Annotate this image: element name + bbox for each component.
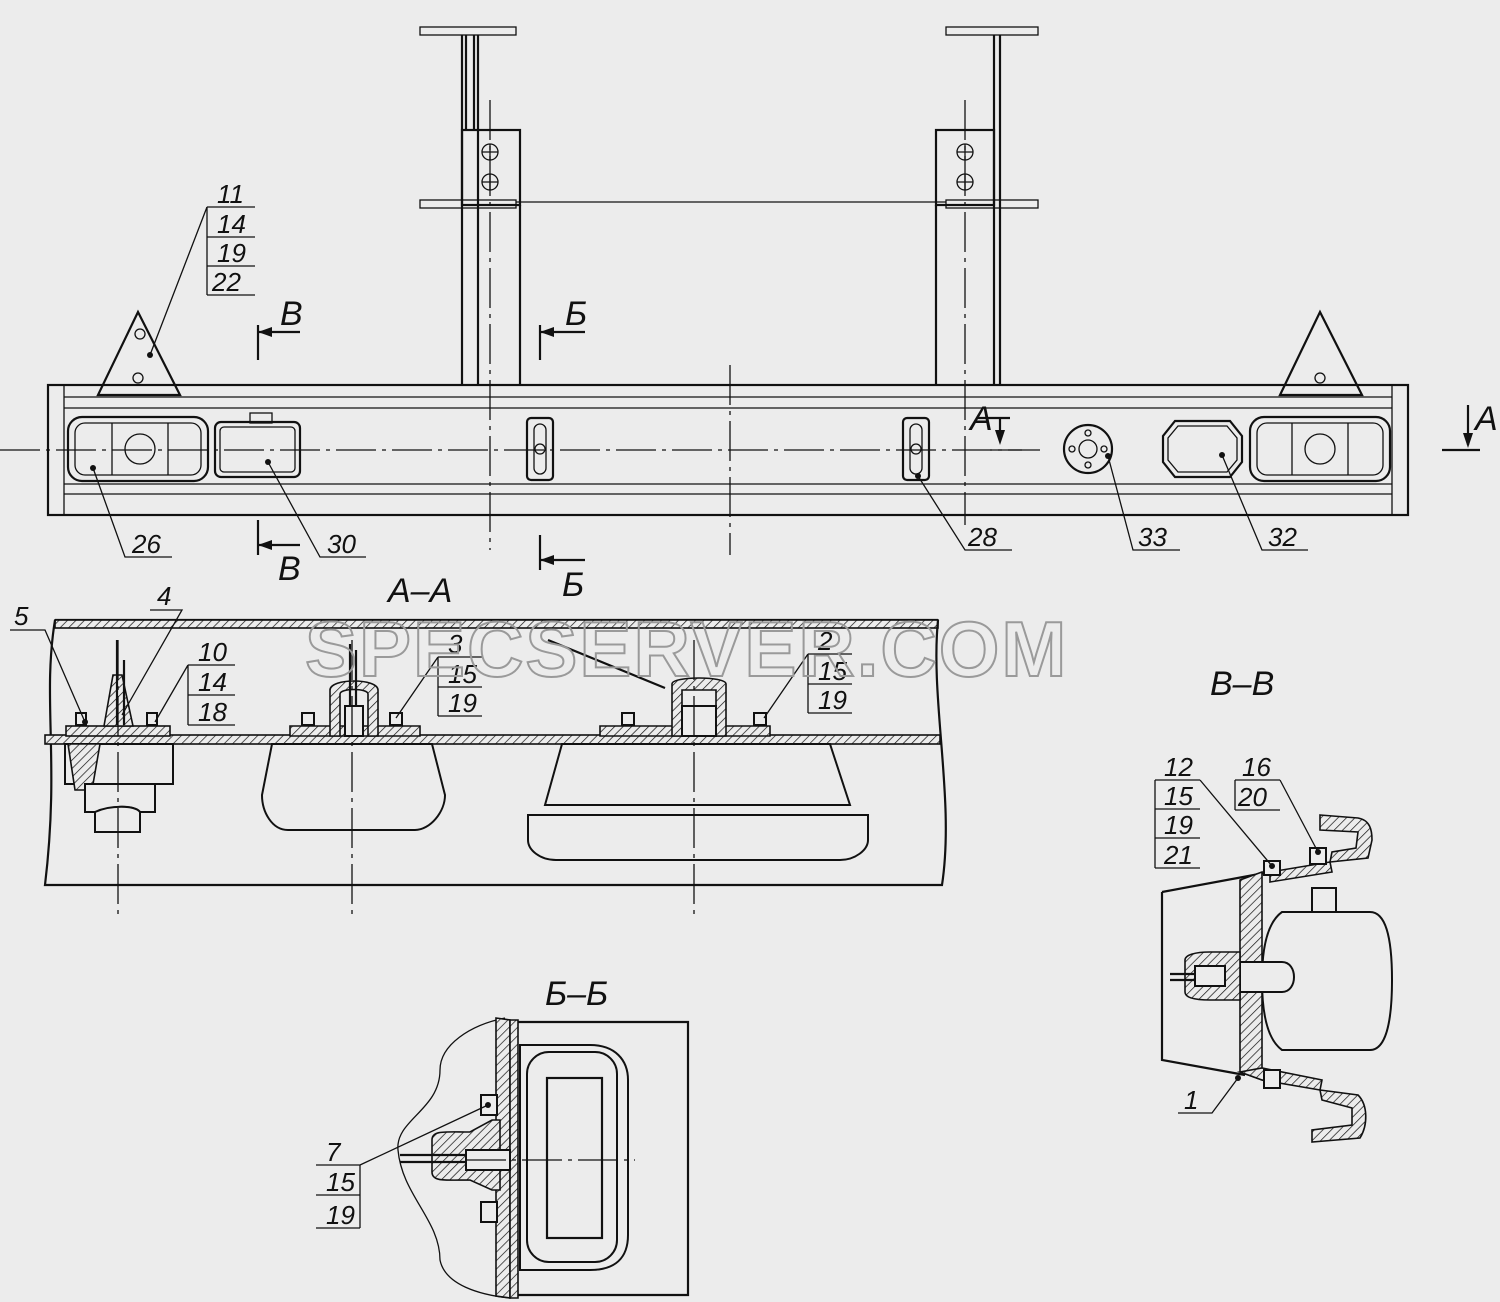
- svg-text:32: 32: [1268, 522, 1297, 552]
- aa-lamp-3: [260, 644, 447, 831]
- cut-mark-a: А А: [968, 400, 1498, 452]
- svg-text:В: В: [280, 295, 303, 333]
- rear-lamp-left: [66, 415, 210, 483]
- svg-text:30: 30: [327, 529, 356, 559]
- socket-33: [1062, 423, 1114, 475]
- callout-aa-5: 5: [10, 601, 88, 725]
- callout-28: 28: [915, 473, 1012, 552]
- left-bracket: [419, 26, 522, 385]
- callout-aa-4: 4: [121, 581, 184, 716]
- svg-text:19: 19: [217, 238, 246, 268]
- svg-text:26: 26: [131, 529, 161, 559]
- side-marker-28: [901, 416, 931, 482]
- rear-lamp-right: [1248, 415, 1392, 483]
- svg-text:В–В: В–В: [1210, 665, 1274, 703]
- svg-text:16: 16: [1242, 752, 1271, 782]
- svg-text:14: 14: [217, 209, 246, 239]
- svg-text:В: В: [278, 550, 301, 588]
- watermark: SPECSERVER.COM: [305, 605, 1068, 693]
- svg-text:19: 19: [326, 1200, 355, 1230]
- callout-vv-16: 16 20: [1234, 752, 1321, 855]
- plate-lamp-30: [213, 412, 302, 479]
- svg-text:А: А: [1473, 400, 1498, 438]
- triangle-reflector-right: [1278, 309, 1364, 397]
- callout-33: 33: [1105, 453, 1180, 552]
- svg-text:18: 18: [198, 697, 227, 727]
- svg-text:28: 28: [967, 522, 997, 552]
- section-b-b: Б–Б 7 15 19: [316, 975, 690, 1299]
- svg-text:А–А: А–А: [386, 572, 452, 610]
- svg-text:Б: Б: [562, 566, 584, 604]
- svg-text:15: 15: [1164, 781, 1193, 811]
- svg-text:10: 10: [198, 637, 227, 667]
- callout-aa-3: 3 15 19: [395, 629, 482, 719]
- svg-text:14: 14: [198, 667, 227, 697]
- svg-text:21: 21: [1163, 840, 1193, 870]
- triangle-reflector-left: [96, 309, 182, 397]
- side-marker-left: [525, 416, 555, 482]
- svg-text:Б–Б: Б–Б: [545, 975, 608, 1013]
- callout-bb-7: 7 15 19: [316, 1102, 491, 1230]
- svg-text:1: 1: [1184, 1085, 1198, 1115]
- svg-text:4: 4: [157, 581, 171, 611]
- callout-aa-10: 10 14 18: [154, 637, 235, 727]
- callout-aa-2: 2 15 19: [763, 626, 852, 719]
- svg-text:12: 12: [1164, 752, 1193, 782]
- svg-text:20: 20: [1237, 782, 1267, 812]
- aa-socket: [64, 640, 174, 833]
- fog-lamp-32: [1161, 419, 1244, 479]
- section-v-v: В–В 12 15 19 21 16 20: [1154, 665, 1394, 1143]
- svg-text:5: 5: [14, 601, 29, 631]
- cut-mark-v: В В: [256, 295, 303, 588]
- callout-vv-12: 12 15 19 21: [1154, 752, 1275, 870]
- svg-text:7: 7: [326, 1137, 342, 1167]
- svg-text:3: 3: [448, 629, 463, 659]
- svg-text:33: 33: [1138, 522, 1167, 552]
- svg-text:Б: Б: [565, 295, 587, 333]
- callout-triangle: 11 14 19 22: [147, 179, 255, 358]
- svg-text:22: 22: [211, 267, 241, 297]
- callout-vv-1: 1: [1178, 1075, 1241, 1115]
- svg-text:15: 15: [326, 1167, 355, 1197]
- svg-text:15: 15: [818, 656, 847, 686]
- svg-text:19: 19: [818, 685, 847, 715]
- svg-text:11: 11: [217, 179, 244, 209]
- svg-text:15: 15: [448, 659, 477, 689]
- right-bracket: [934, 26, 1039, 385]
- svg-text:А: А: [968, 400, 993, 438]
- svg-text:19: 19: [1164, 810, 1193, 840]
- top-view: В В Б Б А А 11 14 19 22 26: [0, 26, 1498, 604]
- svg-text:2: 2: [817, 626, 833, 656]
- cut-mark-b: Б Б: [538, 295, 587, 604]
- svg-text:19: 19: [448, 688, 477, 718]
- callout-30: 30: [265, 459, 366, 559]
- callout-26: 26: [90, 465, 172, 559]
- section-a-a: А–А: [10, 572, 947, 920]
- aa-lamp-2: [527, 638, 869, 861]
- callout-32: 32: [1219, 452, 1308, 552]
